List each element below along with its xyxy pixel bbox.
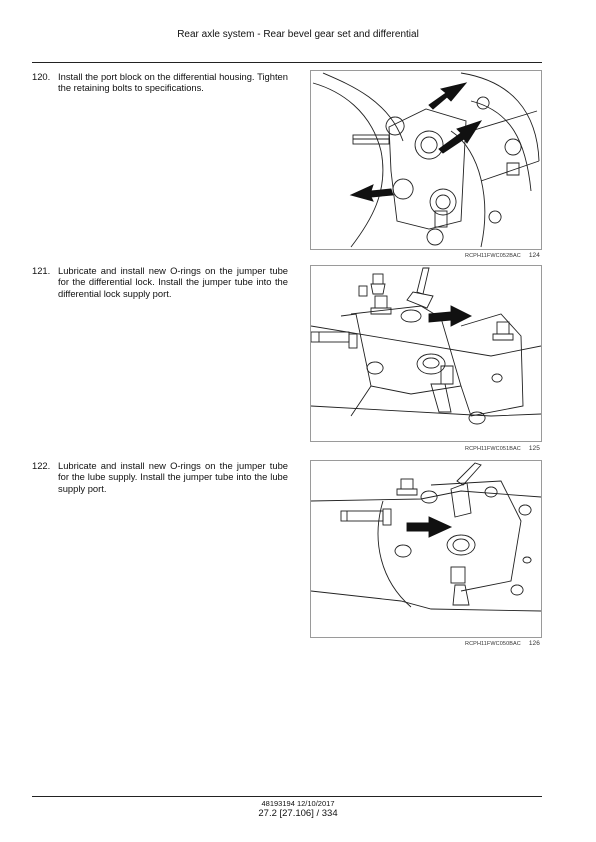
header-rule: [32, 62, 542, 63]
step-number: 121.: [32, 265, 51, 276]
figure-code: RCPH11FWC050BAC: [465, 641, 521, 647]
page-reference: 27.2 [27.106] / 334: [258, 808, 338, 819]
figure-code: RCPH11FWC051BAC: [465, 446, 521, 452]
document-code: 48193194 12/10/2017: [261, 799, 335, 808]
figure-caption: RCPH11FWC050BAC 126: [465, 640, 540, 647]
step-number: 120.: [32, 71, 51, 82]
figure-caption: RCPH11FWC051BAC 125: [465, 445, 540, 452]
figure-number: 125: [528, 445, 540, 452]
step-number: 122.: [32, 460, 51, 471]
figure-126-illustration: [310, 460, 542, 638]
figure-caption: RCPH11FWC052BAC 124: [465, 252, 540, 259]
step-text: Lubricate and install new O-rings on the…: [58, 460, 288, 494]
step-120: 120. Install the port block on the diffe…: [32, 71, 288, 94]
figure-number: 126: [528, 640, 540, 647]
figure-124-illustration: [310, 70, 542, 250]
figure-code: RCPH11FWC052BAC: [465, 253, 521, 259]
footer-rule: [32, 796, 542, 797]
step-121: 121. Lubricate and install new O-rings o…: [32, 265, 288, 299]
step-122: 122. Lubricate and install new O-rings o…: [32, 460, 288, 494]
footer: 48193194 12/10/2017 27.2 [27.106] / 334: [0, 799, 596, 819]
step-text: Install the port block on the differenti…: [58, 71, 288, 94]
figure-number: 124: [528, 252, 540, 259]
figure-125-illustration: [310, 265, 542, 442]
step-text: Lubricate and install new O-rings on the…: [58, 265, 288, 299]
page-header: Rear axle system - Rear bevel gear set a…: [177, 29, 419, 40]
